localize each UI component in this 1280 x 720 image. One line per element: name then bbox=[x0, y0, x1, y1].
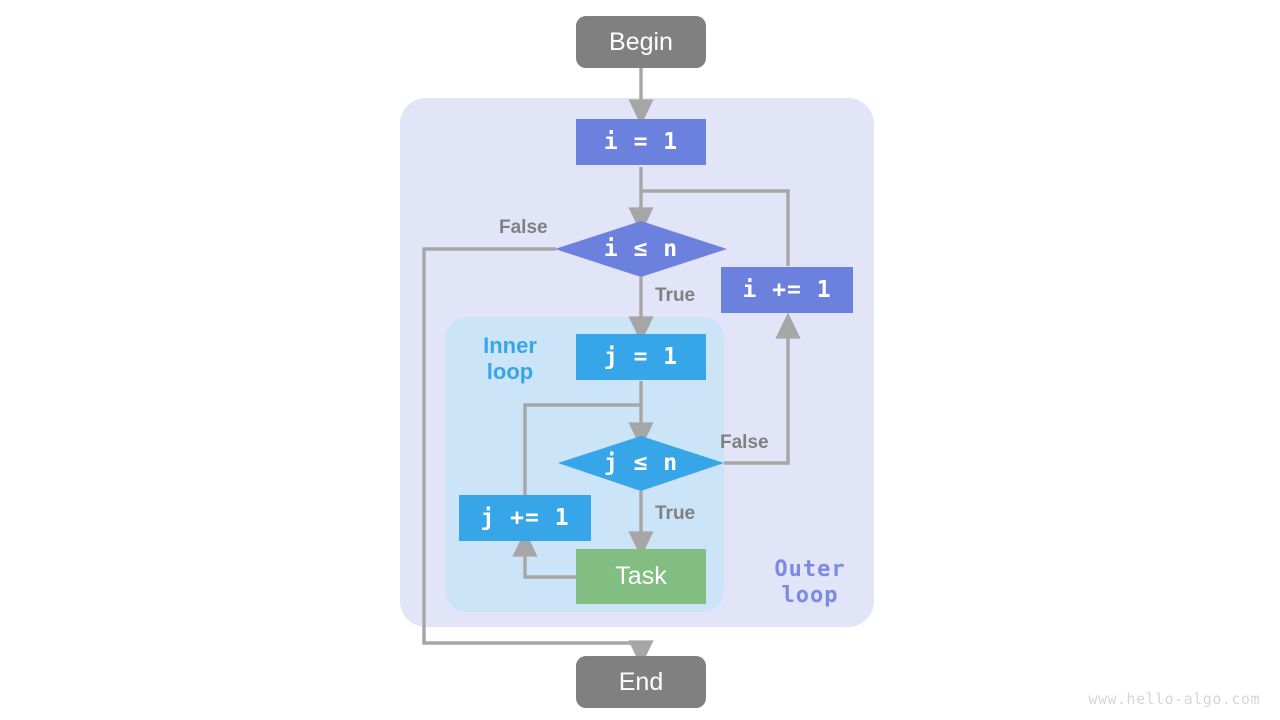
edge-label-j-false: False bbox=[720, 432, 769, 453]
node-end-label: End bbox=[618, 667, 664, 696]
node-j-init-label: j = 1 bbox=[603, 344, 679, 370]
edge-i-inc-to-i-cond bbox=[641, 189, 790, 266]
node-j-init[interactable]: j = 1 bbox=[576, 334, 706, 380]
edge-j-cond-false-to-i-inc bbox=[724, 312, 801, 465]
outer-loop-label: Outer loop bbox=[774, 557, 846, 608]
edge-label-j-true: True bbox=[655, 503, 696, 524]
node-task[interactable]: Task bbox=[576, 549, 706, 604]
decision-j-cond bbox=[558, 436, 724, 491]
node-begin-label: Begin bbox=[609, 27, 673, 56]
edge-label-i-false: False bbox=[499, 217, 548, 238]
edge-task-to-j-inc bbox=[512, 530, 576, 579]
edge-j-inc-to-j-cond bbox=[523, 403, 641, 495]
decision-i-cond bbox=[555, 221, 727, 277]
node-begin[interactable]: Begin bbox=[576, 16, 706, 68]
node-j-inc-label: j += 1 bbox=[480, 505, 570, 531]
node-i-init[interactable]: i = 1 bbox=[576, 119, 706, 165]
node-j-inc[interactable]: j += 1 bbox=[459, 495, 591, 541]
node-task-label: Task bbox=[615, 562, 667, 590]
edge-label-i-true: True bbox=[655, 285, 696, 306]
node-i-inc[interactable]: i += 1 bbox=[721, 267, 853, 313]
edge-i-cond-false-to-end bbox=[422, 247, 654, 667]
node-end[interactable]: End bbox=[576, 656, 706, 708]
watermark: www.hello-algo.com bbox=[1088, 690, 1260, 708]
node-i-inc-label: i += 1 bbox=[742, 277, 832, 303]
inner-loop-label: Inner loop bbox=[483, 333, 537, 384]
node-i-init-label: i = 1 bbox=[603, 129, 679, 155]
